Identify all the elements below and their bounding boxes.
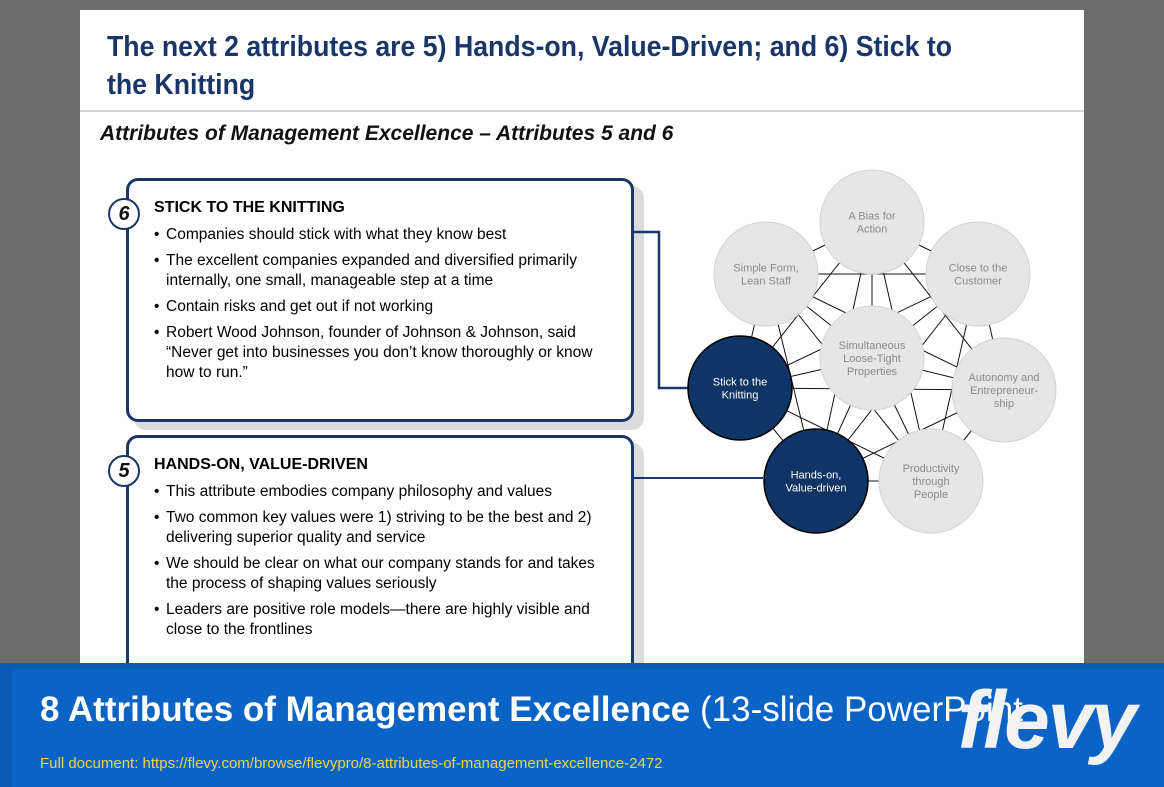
- node-circle: [763, 428, 869, 534]
- node-label: Value-driven: [786, 483, 847, 495]
- node-label: Entrepreneur-: [970, 385, 1038, 397]
- node-label: Knitting: [722, 390, 759, 402]
- node-label: ship: [994, 398, 1014, 410]
- flevy-logo: flevy: [958, 675, 1137, 766]
- connector-6: [632, 230, 692, 390]
- node-label: A Bias for: [848, 211, 895, 223]
- node-label: Autonomy and: [969, 372, 1040, 384]
- document-link[interactable]: Full document: https://flevy.com/browse/…: [40, 755, 663, 772]
- node-label: Simple Form,: [733, 263, 798, 275]
- node-label: Productivity: [903, 463, 960, 475]
- node-label: Lean Staff: [741, 276, 792, 288]
- node-label: Action: [857, 224, 888, 236]
- list-item: Contain risks and get out if not working: [154, 297, 611, 317]
- attribute-5-number: 5: [108, 455, 140, 487]
- slide-title: The next 2 attributes are 5) Hands-on, V…: [107, 31, 953, 101]
- banner-title: 8 Attributes of Management Excellence (1…: [40, 690, 1023, 730]
- node-circle: [687, 335, 793, 441]
- list-item: Leaders are positive role models—there a…: [154, 600, 611, 640]
- list-item: Companies should stick with what they kn…: [154, 225, 611, 245]
- slide: The next 2 attributes are 5) Hands-on, V…: [80, 10, 1084, 670]
- node-hands-on: Hands-on,Value-driven: [763, 428, 869, 534]
- node-label: Customer: [954, 276, 1002, 288]
- attribute-6-number: 6: [108, 198, 140, 230]
- attribute-5-bullets: This attribute embodies company philosop…: [154, 482, 611, 646]
- attribute-6-bullets: Companies should stick with what they kn…: [154, 225, 611, 389]
- node-label: Loose-Tight: [843, 353, 901, 365]
- node-circle: [819, 169, 925, 275]
- node-label: Hands-on,: [791, 470, 842, 482]
- node-circle: [925, 221, 1031, 327]
- node-simple: Simple Form,Lean Staff: [713, 221, 819, 327]
- node-circle: [951, 337, 1057, 443]
- attribute-5-box: HANDS-ON, VALUE-DRIVEN This attribute em…: [126, 435, 634, 670]
- node-circle: [713, 221, 819, 327]
- node-label: People: [914, 489, 948, 501]
- attribute-5-heading: HANDS-ON, VALUE-DRIVEN: [154, 456, 368, 473]
- attribute-6-heading: STICK TO THE KNITTING: [154, 199, 345, 216]
- node-label: Properties: [847, 366, 898, 378]
- node-label: Close to the: [949, 263, 1008, 275]
- list-item: Two common key values were 1) striving t…: [154, 508, 611, 548]
- title-divider: [80, 110, 1084, 112]
- node-circle: [819, 305, 925, 411]
- node-label: Simultaneous: [839, 340, 906, 352]
- banner-title-bold: 8 Attributes of Management Excellence: [40, 690, 691, 729]
- promo-banner: [0, 663, 1164, 787]
- list-item: The excellent companies expanded and div…: [154, 251, 611, 291]
- banner-panel: [12, 669, 1164, 787]
- node-circle: [878, 428, 984, 534]
- list-item: This attribute embodies company philosop…: [154, 482, 611, 502]
- node-label: Stick to the: [713, 377, 767, 389]
- banner-title-light: (13-slide PowerPoint: [700, 690, 1023, 729]
- slide-subtitle: Attributes of Management Excellence – At…: [100, 122, 674, 145]
- list-item: Robert Wood Johnson, founder of Johnson …: [154, 323, 611, 383]
- list-item: We should be clear on what our company s…: [154, 554, 611, 594]
- attribute-6-box: STICK TO THE KNITTING Companies should s…: [126, 178, 634, 422]
- node-label: through: [912, 476, 949, 488]
